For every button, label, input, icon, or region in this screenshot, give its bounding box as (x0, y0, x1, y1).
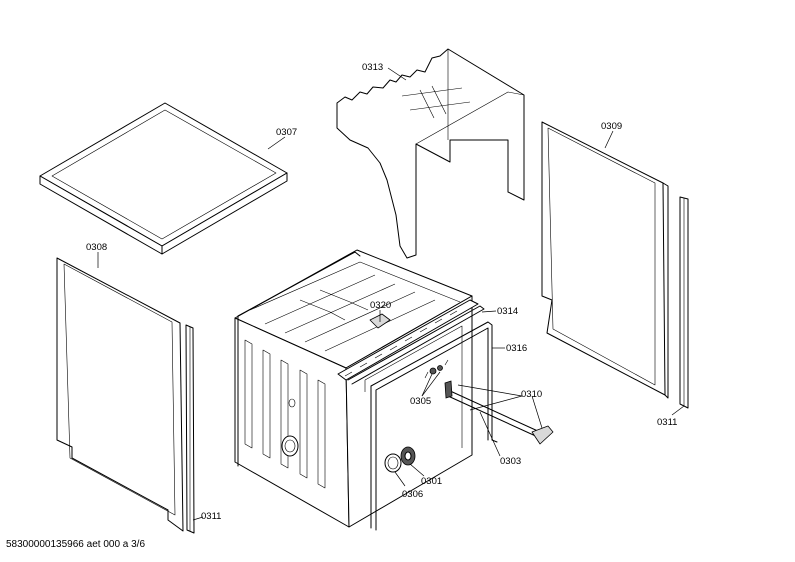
callout-0306: 0306 (402, 489, 423, 500)
dishwasher-tub (234, 249, 479, 528)
callout-0308: 0308 (86, 242, 107, 253)
callout-0307: 0307 (276, 127, 297, 138)
callout-0314: 0314 (497, 306, 518, 317)
callout-0311-right: 0311 (657, 417, 677, 428)
callout-0301: 0301 (421, 476, 442, 487)
part-0305-small-fittings (424, 359, 449, 379)
callout-0320: 0320 (370, 300, 391, 311)
part-0310-support-rails (444, 380, 554, 445)
part-0311-left-trim-strip (185, 324, 195, 534)
callout-0313: 0313 (362, 62, 383, 73)
part-0307-top-cover (39, 102, 288, 255)
part-0311-right-trim-strip (679, 196, 689, 409)
part-0301-ring (400, 446, 416, 466)
part-0308-left-side-panel (56, 257, 184, 532)
callout-0316: 0316 (506, 343, 527, 354)
callout-0303: 0303 (500, 456, 521, 467)
part-0306-ring (384, 453, 402, 473)
part-0309-right-side-panel (541, 121, 669, 399)
callout-0310: 0310 (521, 389, 542, 400)
document-id-footer: 58300000135966 aet 000 a 3/6 (6, 539, 146, 550)
callout-0309: 0309 (601, 121, 622, 132)
part-0313-insulation-hood (336, 48, 525, 259)
callout-0311-left: 0311 (201, 511, 221, 522)
callout-labels: 0307 0313 0309 0308 0311 0320 0314 0316 … (86, 62, 677, 522)
part-0314-seal-strip (347, 305, 485, 385)
leader-lines (97, 67, 685, 521)
callout-0305: 0305 (410, 396, 431, 407)
